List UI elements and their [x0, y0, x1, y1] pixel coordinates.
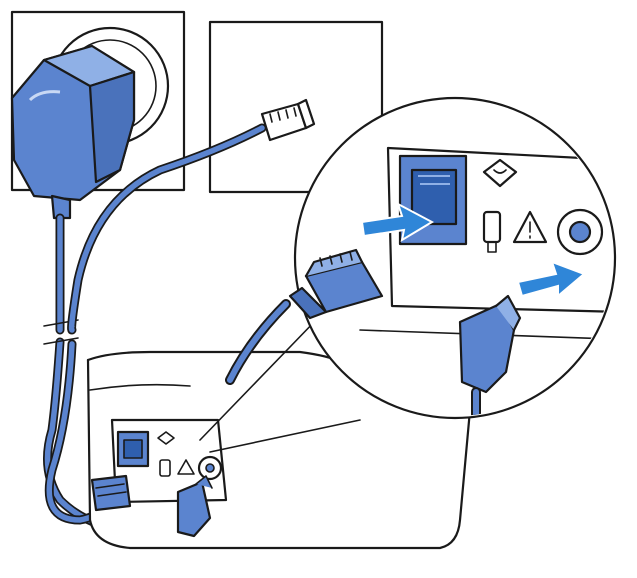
- base-power-plug: [176, 475, 213, 538]
- zoom-callout: [199, 96, 617, 453]
- power-connect-arrow: [516, 260, 586, 299]
- enlarged-phone-plug: [225, 248, 384, 385]
- phone-symbol-icon: [482, 158, 518, 188]
- enlarged-power-plug: [458, 294, 522, 416]
- base-phone-plug: [90, 474, 132, 512]
- phone-connect-arrow: [360, 201, 435, 243]
- power-adapter: [10, 44, 136, 220]
- power-plug-symbol-icon: [482, 210, 502, 253]
- wall-phone-plug: [260, 98, 316, 142]
- dc-power-socket-icon: [556, 208, 604, 256]
- warning-triangle-icon: [512, 210, 548, 244]
